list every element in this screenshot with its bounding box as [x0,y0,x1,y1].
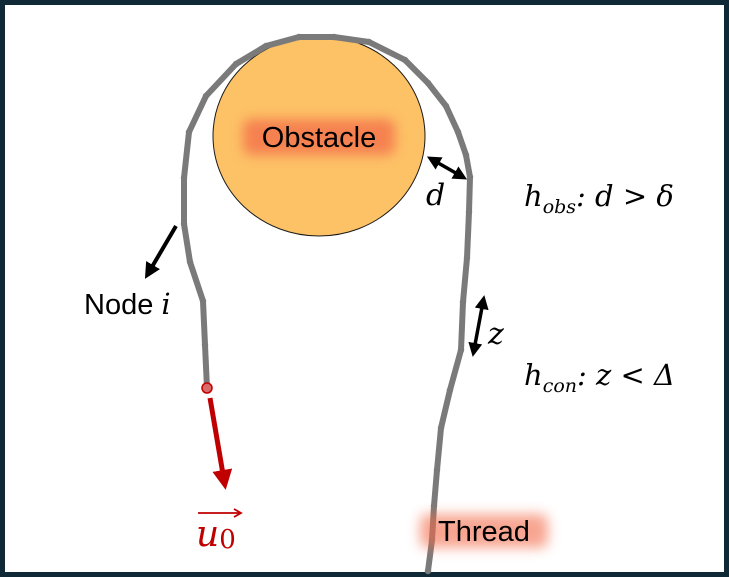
thread-node [437,424,445,432]
constraint-obs: hobs: d > δ [524,179,674,218]
thread-node [262,42,270,50]
thread-node [466,173,474,181]
thread-label: Thread [438,516,530,548]
obstacle-label-glow [243,119,395,155]
thread-node [401,56,409,64]
thread-node [202,92,210,100]
distance-symbol: d [426,178,445,213]
node-i-arrow [144,224,178,279]
thread-node [454,128,462,136]
thread-node [446,386,454,394]
velocity-symbol: u0 [196,514,236,555]
thread-node [430,502,438,510]
thread-node [459,298,467,306]
constraint-con: hcon: z < Δ [524,358,675,397]
thread-node [185,128,193,136]
thread-node [199,297,207,305]
spacing-arrow [468,295,489,357]
thread-node [180,174,188,182]
thread-label-glow [420,514,548,548]
thread-node [295,33,303,41]
thread-node [442,102,450,110]
distance-arrow [426,156,468,180]
spacing-symbol: z [487,317,504,352]
thread-node [365,38,373,46]
velocity-arrow [207,397,233,490]
obstacle-label: Obstacle [262,122,376,154]
thread-node [424,567,432,575]
thread-node [186,258,194,266]
thread-node [465,208,473,216]
leading-node [201,382,213,394]
velocity-overarrow-head [233,508,243,518]
thread-node [201,341,209,349]
thread-node [232,60,240,68]
node-i-label: Node i [84,287,171,321]
thread-node [180,220,188,228]
thread-node [463,254,471,262]
thread-node [457,346,465,354]
thread-node [462,151,470,159]
thread-node [424,79,432,87]
thread-node [433,466,441,474]
thread-node [330,33,338,41]
